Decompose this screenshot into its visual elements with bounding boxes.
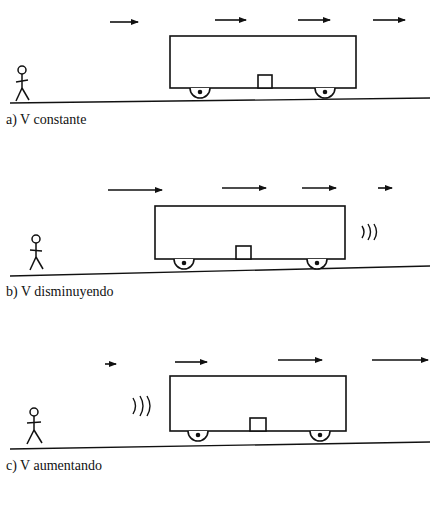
ground-line	[10, 98, 430, 103]
wagon	[170, 376, 346, 431]
wagon	[319, 434, 322, 437]
wagon	[170, 376, 346, 441]
sound-waves	[133, 396, 150, 416]
observer-figure	[18, 66, 26, 74]
wagon	[174, 259, 194, 269]
observer-figure	[16, 88, 22, 101]
panel-caption: a) V constante	[6, 112, 86, 128]
velocity-arrows	[110, 20, 405, 22]
observer-figure	[30, 408, 38, 416]
observer-figure	[27, 430, 34, 444]
wagon	[188, 431, 208, 441]
wagon	[315, 88, 335, 98]
wagon	[324, 91, 327, 94]
wagon	[155, 206, 345, 269]
velocity-arrows	[372, 359, 428, 361]
sound-waves	[140, 396, 143, 416]
sound-waves	[147, 396, 150, 416]
wagon	[170, 36, 356, 88]
observer-figure	[22, 88, 29, 100]
observer-figure	[30, 250, 42, 251]
velocity-arrows	[222, 187, 266, 189]
observer-figure	[27, 408, 42, 444]
velocity-arrows	[105, 360, 428, 364]
observer-figure	[30, 235, 43, 270]
ground-line	[10, 266, 430, 276]
ground-line	[10, 442, 430, 449]
velocity-arrows	[108, 189, 162, 191]
wagon	[183, 262, 186, 265]
observer-figure	[32, 235, 40, 243]
sound-waves	[362, 224, 377, 240]
observer-figure	[27, 422, 41, 423]
velocity-arrows	[175, 361, 207, 363]
wagon	[155, 206, 345, 259]
observer-figure	[16, 66, 29, 101]
velocity-arrows	[278, 359, 322, 361]
observer-figure	[36, 257, 43, 269]
wagon	[310, 431, 330, 441]
wagon	[170, 36, 356, 98]
wagon	[236, 246, 251, 259]
velocity-arrows	[108, 188, 392, 190]
wagon	[307, 259, 327, 269]
observer-figure	[34, 430, 42, 443]
velocity-arrows	[105, 363, 116, 365]
wagon	[250, 418, 266, 431]
wagon	[199, 91, 202, 94]
panel-caption: b) V disminuyendo	[6, 284, 114, 300]
sound-waves	[368, 224, 371, 240]
panel-caption: c) V aumentando	[6, 458, 102, 474]
observer-figure	[30, 257, 36, 270]
ground-line	[10, 442, 430, 449]
sound-waves	[374, 224, 377, 240]
velocity-arrows	[110, 21, 138, 23]
velocity-arrows	[378, 187, 392, 189]
velocity-arrows	[302, 187, 336, 189]
velocity-arrows	[373, 19, 405, 21]
observer-figure	[16, 80, 28, 82]
ground-line	[10, 98, 430, 103]
sound-waves	[362, 226, 364, 238]
wagon	[190, 88, 210, 98]
velocity-arrows	[298, 19, 330, 21]
wagon	[316, 262, 319, 265]
velocity-arrows	[215, 19, 246, 21]
sound-waves	[133, 398, 136, 414]
ground-line	[10, 266, 430, 276]
wagon	[197, 434, 200, 437]
wagon	[258, 75, 272, 88]
